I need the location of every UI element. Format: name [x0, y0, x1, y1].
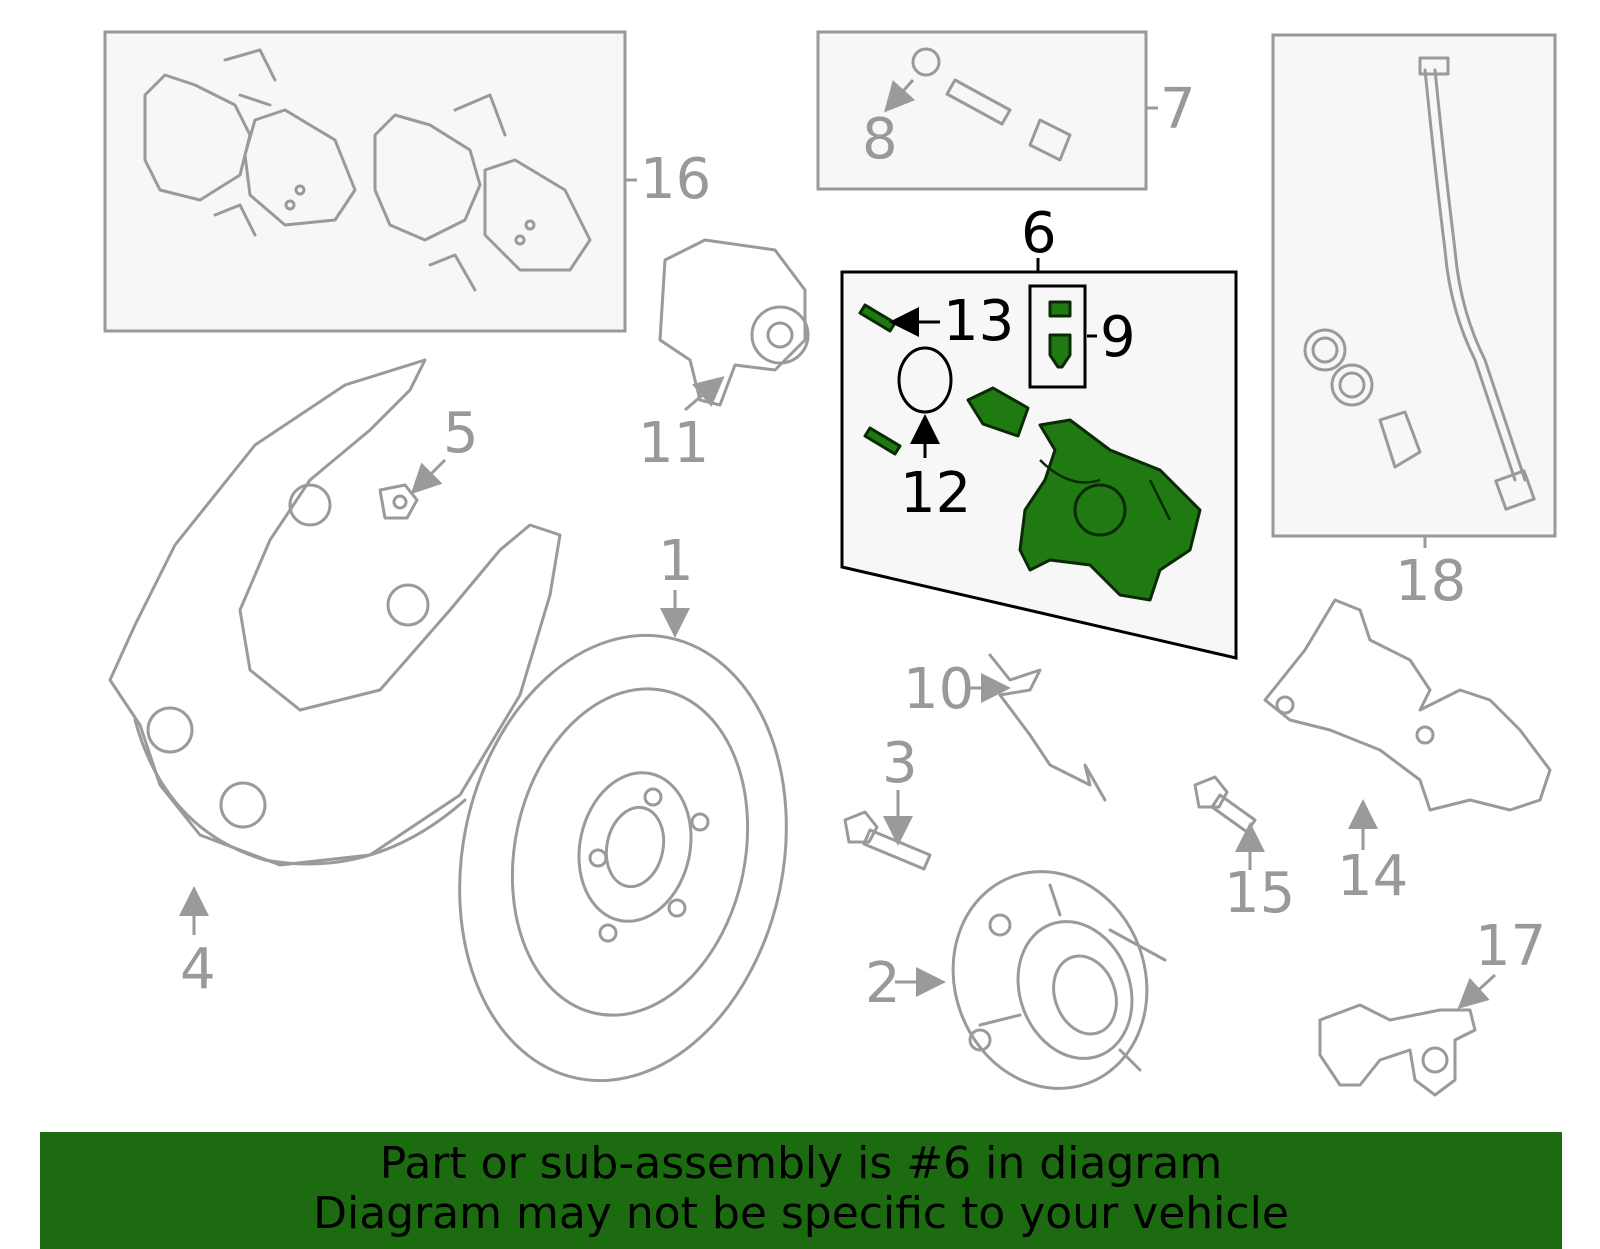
dust-shield[interactable]: [108, 358, 562, 867]
callout-7: 7: [1160, 77, 1196, 142]
callout-10: 10: [903, 657, 974, 722]
callout-3: 3: [882, 731, 918, 796]
footer-banner: Part or sub-assembly is #6 in diagram Di…: [40, 1132, 1562, 1249]
callout-1: 1: [658, 529, 694, 594]
footer-line-2: Diagram may not be specific to your vehi…: [313, 1188, 1289, 1239]
brake-rotor[interactable]: [420, 605, 827, 1112]
brake-parts-diagram: 16 7 8 18 11: [103, 30, 1557, 1116]
footer-line-1: Part or sub-assembly is #6 in diagram: [379, 1138, 1223, 1189]
brake-hose-group[interactable]: [1271, 33, 1557, 548]
callout-12: 12: [900, 461, 971, 526]
parking-brake-motor[interactable]: [658, 238, 810, 407]
callout-15: 15: [1224, 861, 1295, 926]
brake-pads-group[interactable]: [103, 30, 637, 333]
caliper-bracket[interactable]: [1263, 598, 1552, 812]
bolt-3[interactable]: [843, 810, 932, 871]
guide-pin-kit-group[interactable]: [816, 30, 1158, 191]
callout-6: 6: [1021, 201, 1057, 266]
wheel-hub[interactable]: [923, 844, 1177, 1116]
callout-14: 14: [1337, 844, 1408, 909]
bolt-5[interactable]: [378, 483, 419, 520]
callout-8: 8: [862, 107, 898, 172]
bolt-15[interactable]: [1193, 775, 1257, 834]
callout-2: 2: [865, 951, 901, 1016]
callout-5: 5: [443, 401, 479, 466]
callout-17: 17: [1475, 914, 1546, 979]
callout-11: 11: [638, 411, 709, 476]
clip-10[interactable]: [988, 653, 1107, 802]
caliper-assembly-6[interactable]: [840, 258, 1238, 660]
callout-16: 16: [640, 147, 711, 212]
callout-4: 4: [180, 937, 216, 1002]
callout-18: 18: [1395, 549, 1466, 614]
wheel-speed-sensor[interactable]: [1318, 1003, 1477, 1097]
callout-13: 13: [943, 289, 1014, 354]
callout-9: 9: [1100, 305, 1136, 370]
